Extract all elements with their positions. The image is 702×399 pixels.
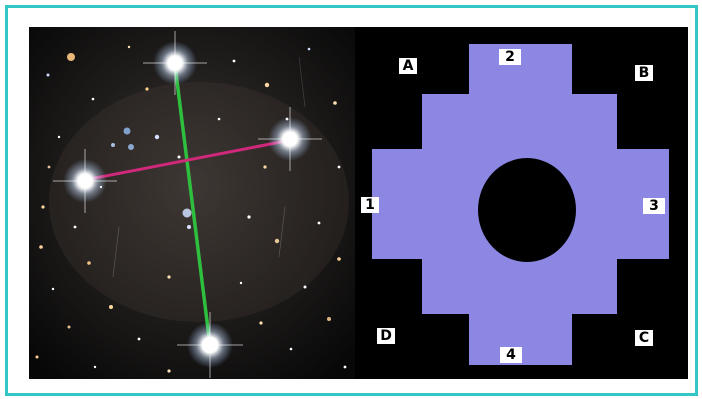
streak [278, 206, 286, 258]
vertical-line [173, 64, 212, 346]
star-bottom [177, 312, 243, 378]
label-number-3: 3 [643, 198, 665, 214]
label-number-1: 1 [361, 197, 379, 213]
background-stars [35, 45, 347, 373]
chakana-svg [372, 44, 669, 365]
streak [298, 56, 306, 108]
center-hole [478, 158, 576, 262]
streak [112, 226, 120, 278]
star-field-svg [29, 27, 355, 379]
label-number-2: 2 [499, 49, 521, 65]
star-field-panel [29, 27, 355, 379]
label-corner-b: B [635, 65, 653, 81]
star-left [53, 149, 117, 213]
label-number-4: 4 [500, 347, 522, 363]
horizontal-line [84, 138, 292, 182]
chakana-panel: 2 1 3 4 A B D C [355, 27, 688, 379]
label-corner-a: A [399, 58, 417, 74]
star-right [258, 107, 322, 171]
label-corner-c: C [635, 330, 653, 346]
star-top [143, 31, 207, 95]
label-corner-d: D [377, 328, 395, 344]
